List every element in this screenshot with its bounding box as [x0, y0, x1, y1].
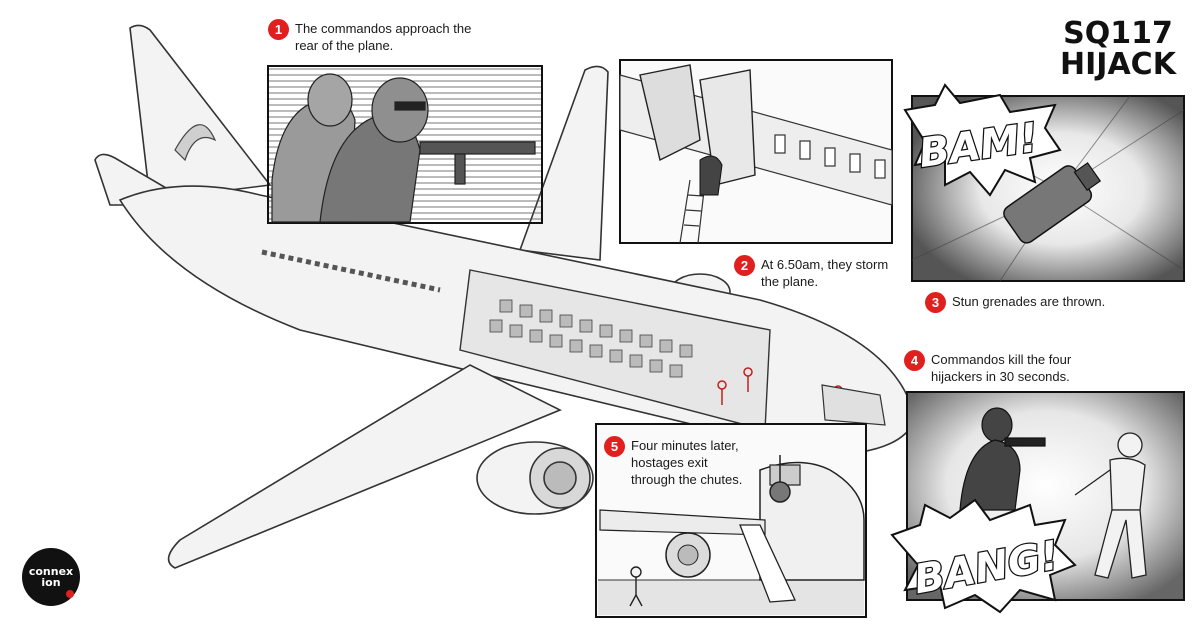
logo-text: connexion — [28, 565, 74, 589]
step-5-callout: 5 Four minutes later, hostages exit thro… — [604, 436, 743, 488]
logo-dot — [66, 590, 74, 598]
cockpit-window — [821, 384, 886, 426]
fuselage-windows — [774, 134, 886, 179]
cabin-cutaway — [459, 269, 886, 431]
step-1-text: The commandos approach the rear of the p… — [295, 21, 472, 53]
title-line-1: SQ117 — [1063, 16, 1173, 51]
climbing-commando — [699, 155, 723, 196]
open-door — [639, 64, 701, 162]
shooting-commando — [959, 407, 1046, 511]
step-3-text: Stun grenades are thrown. — [952, 294, 1106, 309]
bang-burst — [890, 498, 1077, 614]
panel-1 — [267, 65, 543, 224]
evacuation-chute — [739, 524, 796, 603]
plane-tail-fin — [129, 24, 272, 201]
hijacker-falling — [1074, 432, 1147, 579]
step-3-callout: 3 Stun grenades are thrown. — [925, 292, 1106, 313]
panel-2 — [619, 59, 893, 244]
hostage-figure — [629, 566, 643, 607]
step-4-text: Commandos kill the four hijackers in 30 … — [931, 352, 1072, 384]
step-5-text: Four minutes later, hostages exit throug… — [631, 438, 743, 487]
title-line-2: HIJACK — [1060, 47, 1176, 82]
step-3-number: 3 — [925, 292, 946, 313]
step-1-callout: 1 The commandos approach the rear of the… — [268, 19, 472, 54]
panel-4: BANG! — [890, 391, 1185, 614]
step-5-number: 5 — [604, 436, 625, 457]
panel-5 — [595, 423, 867, 618]
step-2-text: At 6.50am, they storm the plane. — [761, 257, 889, 289]
commando-figures — [271, 73, 536, 223]
step-1-number: 1 — [268, 19, 289, 40]
plane-near-wing — [167, 364, 562, 569]
page-title: SQ117 HIJACK — [1058, 18, 1178, 80]
step-2-callout: 2 At 6.50am, they storm the plane. — [734, 255, 889, 290]
nose-gear — [769, 455, 791, 503]
panel-3: BAM! — [903, 83, 1185, 282]
stun-grenade — [1003, 162, 1102, 244]
bam-burst — [903, 83, 1062, 197]
step-4-number: 4 — [904, 350, 925, 371]
airline-logo — [174, 124, 217, 162]
seat-rows — [489, 299, 693, 378]
plane-windows — [261, 249, 441, 293]
step-4-callout: 4 Commandos kill the four hijackers in 3… — [904, 350, 1072, 385]
step-2-number: 2 — [734, 255, 755, 276]
